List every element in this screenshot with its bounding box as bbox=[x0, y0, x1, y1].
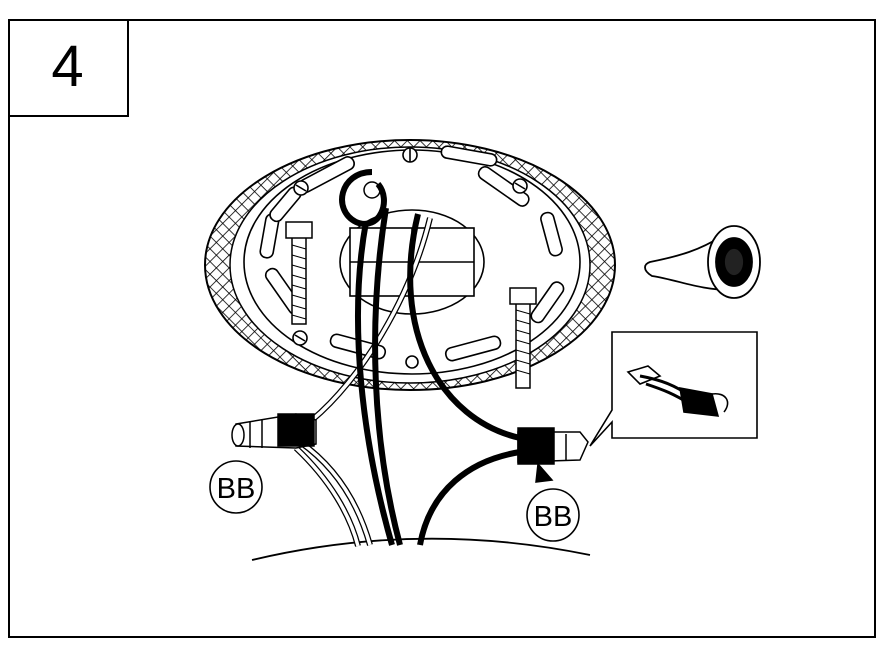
label-bb-right-text: BB bbox=[534, 501, 573, 533]
wire-connector-left bbox=[231, 413, 317, 449]
ground-screw bbox=[339, 169, 387, 227]
electrical-tape-icon bbox=[644, 225, 761, 299]
step-number: 4 bbox=[51, 34, 84, 99]
label-bb-left-text: BB bbox=[217, 473, 256, 505]
label-bb-right: BB bbox=[526, 488, 580, 542]
splice-callout bbox=[589, 331, 758, 447]
step-box: 4 bbox=[8, 19, 129, 117]
label-bb-left: BB bbox=[209, 460, 263, 514]
wires bbox=[293, 207, 521, 547]
mounting-rods bbox=[285, 221, 537, 389]
wire-connector-right bbox=[517, 427, 589, 483]
diagram-frame bbox=[8, 19, 876, 638]
